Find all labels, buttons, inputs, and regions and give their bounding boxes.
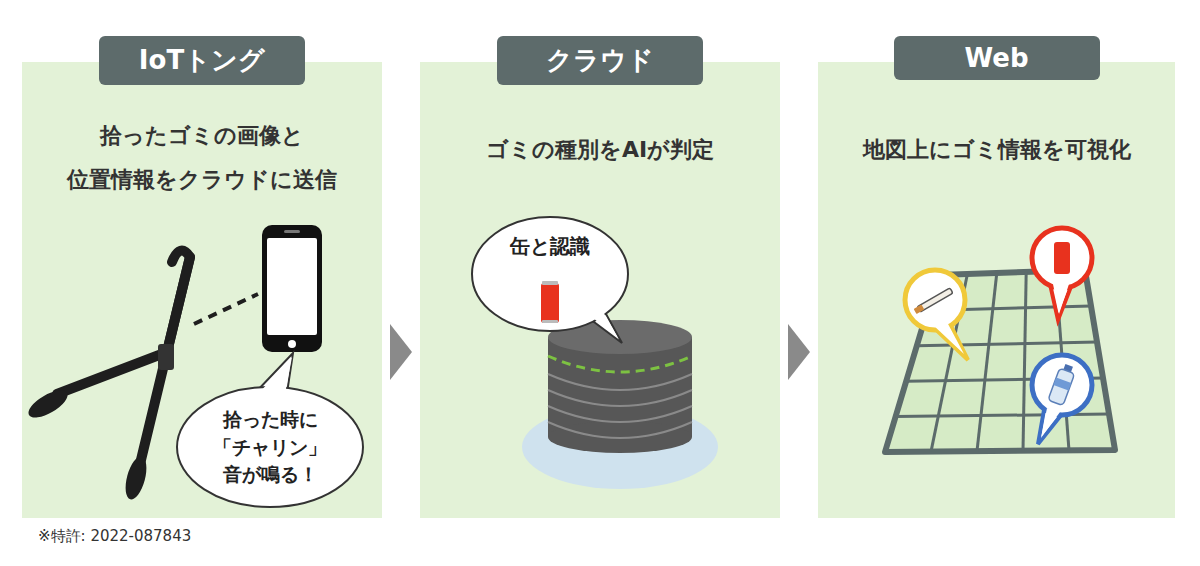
step-description: ゴミの種別をAIが判定 bbox=[428, 128, 772, 172]
step-tab-heading: Web bbox=[894, 36, 1100, 80]
step-panel: 缶と認識クラウドゴミの種別をAIが判定 bbox=[420, 62, 780, 518]
map-illustration bbox=[818, 62, 1175, 518]
step-panel: Web地図上にゴミ情報を可視化 bbox=[818, 62, 1175, 518]
chevron-arrow bbox=[382, 324, 420, 380]
bubble-text: 拾った時に 「チャリン」 音が鳴る！ bbox=[175, 406, 365, 489]
chevron-arrow bbox=[780, 324, 818, 380]
speech-bubble: 拾った時に 「チャリン」 音が鳴る！ bbox=[175, 385, 365, 510]
bubble-text: 缶と認識 bbox=[470, 233, 630, 259]
speech-bubble: 缶と認識 bbox=[470, 215, 630, 333]
speech-bubble-outline bbox=[470, 215, 630, 333]
step-tab-heading: IoTトング bbox=[99, 36, 305, 85]
step-description: 地図上にゴミ情報を可視化 bbox=[826, 128, 1167, 172]
step-description: 拾ったゴミの画像と 位置情報をクラウドに送信 bbox=[30, 114, 374, 202]
step-tab-heading: クラウド bbox=[497, 36, 703, 85]
patent-note: ※特許: 2022-087843 bbox=[38, 527, 191, 546]
step-panel: 拾った時に 「チャリン」 音が鳴る！IoTトング拾ったゴミの画像と 位置情報をク… bbox=[22, 62, 382, 518]
